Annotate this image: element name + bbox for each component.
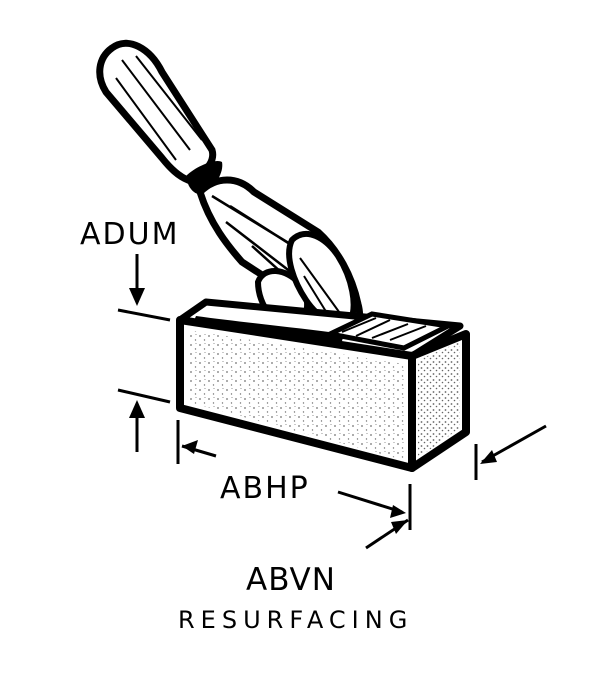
width-dimension <box>365 424 547 550</box>
height-code-label: ADUM <box>80 217 179 252</box>
length-dimension <box>176 420 412 530</box>
stone-block <box>176 298 470 472</box>
description-label: RESURFACING <box>178 606 413 634</box>
height-dimension <box>117 254 171 452</box>
length-code-label: ABHP <box>220 471 310 506</box>
item-code-label: ABVN <box>246 562 336 598</box>
